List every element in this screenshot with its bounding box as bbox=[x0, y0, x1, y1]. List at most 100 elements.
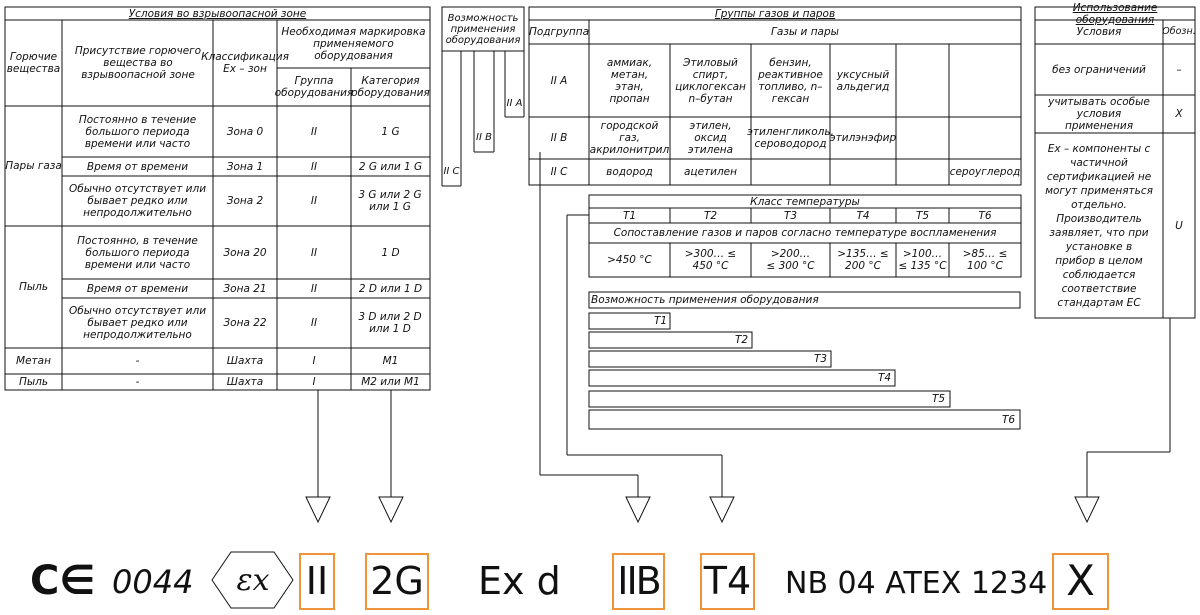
row-group: II bbox=[310, 317, 318, 329]
header-zone-class: Классификация Ex – зон bbox=[201, 51, 289, 75]
gas-cell: этиленгликоль, сероводород bbox=[747, 126, 834, 150]
row-zone: Зона 1 bbox=[226, 160, 264, 173]
gas-groups-title: Группы газов и паров bbox=[714, 7, 836, 20]
temp-range: >100… ≤ 135 °C bbox=[898, 248, 947, 272]
row-presence: Время от времени bbox=[86, 282, 189, 295]
temp-class: T6 bbox=[978, 209, 992, 222]
row-group: II bbox=[310, 125, 318, 138]
temp-class: T5 bbox=[915, 209, 930, 222]
gas-subgroup: II B bbox=[550, 132, 568, 144]
substance-methane: Метан bbox=[16, 355, 51, 367]
row-zone: Шахта bbox=[226, 355, 264, 367]
row-category: 3 G или 2 G или 1 G bbox=[358, 189, 422, 213]
temp-class: T4 bbox=[856, 209, 870, 222]
group-highlight bbox=[299, 553, 335, 610]
row-presence: - bbox=[135, 376, 140, 388]
certificate-number: NB 04 ATEX 1234 bbox=[785, 566, 1048, 601]
gas-cell: водород bbox=[606, 166, 653, 178]
usage-bars-title: Возможность применения оборудования bbox=[591, 294, 819, 306]
header-category: Категория оборудования bbox=[351, 75, 430, 99]
header-symbol: Обозн. bbox=[1162, 26, 1196, 37]
condition-text: Ex – компоненты с частичной сертификацие… bbox=[1045, 142, 1153, 309]
usage-bar-label: T6 bbox=[1002, 414, 1016, 426]
equipment-use-title: Использование оборудования bbox=[1072, 1, 1158, 26]
gas-cell: ацетилен bbox=[683, 166, 738, 178]
gas-cell: уксусный альдегид bbox=[836, 68, 890, 93]
equipment-group: II bbox=[305, 559, 329, 603]
row-category: M1 bbox=[382, 355, 399, 367]
condition-text: без ограничений bbox=[1052, 63, 1146, 76]
row-presence: Постоянно, в течение большого периода вр… bbox=[77, 234, 198, 271]
row-presence: Обычно отсутствует или бывает редко или … bbox=[68, 305, 207, 341]
row-presence: Обычно отсутствует или бывает редко или … bbox=[68, 183, 207, 219]
condition-text: учитывать особые условия применения bbox=[1048, 96, 1150, 132]
condition-symbol: U bbox=[1175, 219, 1183, 232]
substance-gas: Пары газа bbox=[5, 160, 62, 172]
row-category: 2 D или 1 D bbox=[358, 282, 423, 295]
condition-symbol: – bbox=[1176, 63, 1182, 76]
row-group: II bbox=[310, 195, 318, 207]
usage-bar-label: T3 bbox=[814, 353, 828, 365]
row-category: 2 G или 1 G bbox=[358, 160, 423, 173]
usage-bar-label: T1 bbox=[654, 315, 668, 327]
protection-type: Ex d bbox=[478, 559, 561, 603]
row-zone: Зона 21 bbox=[223, 282, 267, 295]
row-presence: Время от времени bbox=[86, 160, 189, 173]
temperature-class: T4 bbox=[703, 559, 752, 603]
temp-range: >300… ≤ 450 °C bbox=[684, 248, 737, 272]
header-group: Группа оборудования bbox=[274, 75, 354, 99]
temp-subtitle: Сопоставление газов и паров согласно тем… bbox=[613, 227, 997, 239]
row-category: 3 D или 2 D или 1 D bbox=[358, 311, 422, 335]
row-category: 1 D bbox=[381, 246, 400, 259]
temp-range: >450 °C bbox=[607, 254, 652, 266]
category-highlight bbox=[365, 553, 429, 610]
header-presence: Присутствие горючего вещества во взрывоо… bbox=[74, 45, 202, 81]
header-subgroup: Подгруппа bbox=[528, 26, 590, 38]
temp-range: >200… ≤ 300 °C bbox=[766, 248, 815, 272]
notified-body-number: 0044 bbox=[112, 563, 194, 601]
temp-range: >85… ≤ 100 °C bbox=[962, 248, 1008, 272]
subgroup-iic-label: II C bbox=[443, 166, 460, 177]
gas-group: IIB bbox=[617, 559, 661, 603]
row-presence: Постоянно в течение большого периода вре… bbox=[78, 113, 197, 150]
header-conditions: Условия bbox=[1076, 26, 1122, 38]
temp-class: T3 bbox=[783, 209, 798, 222]
gas-group-highlight bbox=[612, 553, 665, 610]
gas-cell: Этиловый спирт, циклогексан n–бутан bbox=[675, 56, 746, 105]
temp-title: Класс температуры bbox=[750, 195, 860, 208]
gas-cell: аммиак, метан, этан, пропан bbox=[606, 56, 653, 105]
gas-cell: этилен, оксид этилена bbox=[687, 120, 734, 156]
row-group: I bbox=[312, 376, 316, 388]
header-gases: Газы и пары bbox=[771, 26, 839, 38]
usage-bar-label: T5 bbox=[932, 393, 946, 405]
row-zone: Зона 2 bbox=[226, 195, 264, 207]
special-conditions-highlight bbox=[1052, 553, 1109, 610]
temp-range: >135… ≤ 200 °C bbox=[837, 248, 889, 272]
ex-symbol: εx bbox=[236, 563, 270, 598]
subgroup-iia-label: II A bbox=[506, 98, 523, 109]
gas-cell: бензин, реактивное топливо, n–гексан bbox=[758, 56, 823, 105]
equipment-category: 2G bbox=[370, 559, 424, 603]
special-conditions-mark: X bbox=[1066, 556, 1095, 605]
row-group: II bbox=[310, 246, 318, 259]
row-presence: - bbox=[135, 355, 140, 367]
substance-dust: Пыль bbox=[18, 281, 49, 293]
left-table-title: Условия во взрывоопасной зоне bbox=[128, 7, 307, 20]
row-zone: Зона 20 bbox=[223, 246, 267, 259]
row-group: I bbox=[312, 355, 316, 367]
gas-cell: этилэнэфир bbox=[829, 132, 897, 144]
usage-bar-label: T4 bbox=[878, 372, 892, 384]
gas-subgroup: II C bbox=[550, 166, 568, 178]
row-zone: Зона 22 bbox=[223, 317, 267, 329]
row-zone: Зона 0 bbox=[226, 125, 264, 138]
condition-symbol: X bbox=[1175, 108, 1183, 120]
subgroup-iib-label: II B bbox=[476, 132, 492, 143]
temp-class: T1 bbox=[622, 209, 637, 222]
temp-class-highlight bbox=[700, 553, 755, 610]
ce-mark: C∈ bbox=[30, 558, 96, 604]
row-group: II bbox=[310, 282, 318, 295]
temp-class: T2 bbox=[703, 209, 718, 222]
substance-dust-mine: Пыль bbox=[18, 376, 49, 388]
row-group: II bbox=[310, 160, 318, 173]
